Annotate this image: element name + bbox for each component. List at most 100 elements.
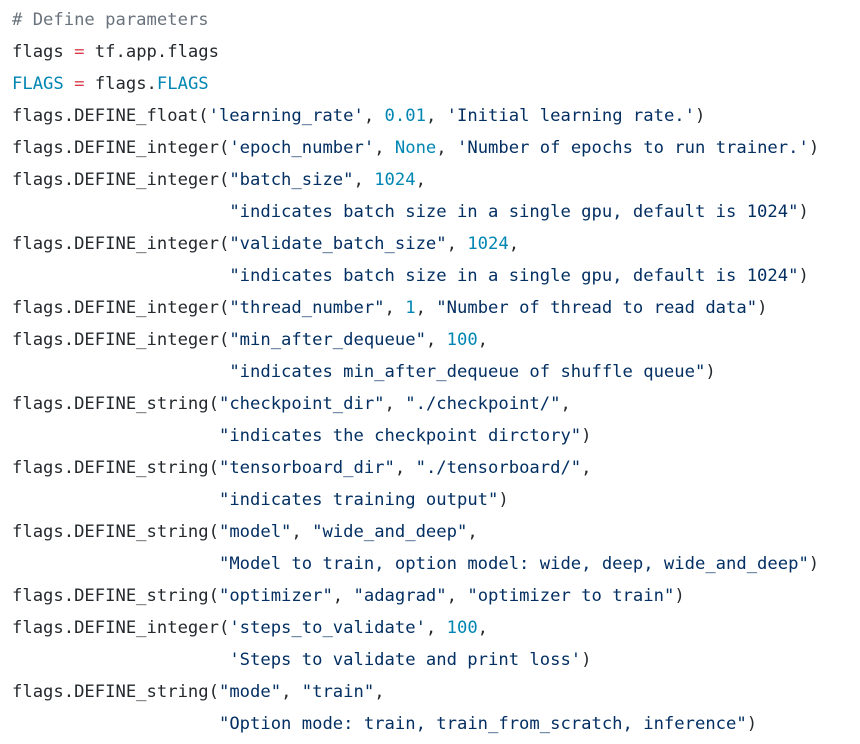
code-token-plain: [12, 554, 219, 574]
code-line: flags.DEFINE_integer("thread_number", 1,…: [12, 292, 860, 324]
code-line: 'Steps to validate and print loss'): [12, 644, 860, 676]
code-token-string: "tensorboard_dir": [218, 458, 395, 478]
code-token-plain: ,: [425, 106, 447, 126]
code-line: "indicates training output"): [12, 484, 860, 516]
code-token-number: 0.01: [384, 106, 426, 126]
code-token-plain: ,: [353, 170, 375, 190]
code-token-plain: ,: [394, 458, 416, 478]
code-token-plain: flags.DEFINE_string(: [12, 394, 219, 414]
code-token-operator: =: [74, 42, 85, 62]
code-token-string: "thread_number": [229, 298, 385, 318]
code-token-string: "indicates training output": [218, 490, 499, 510]
code-token-plain: ,: [508, 234, 520, 254]
code-token-plain: ): [798, 266, 809, 286]
code-token-plain: ,: [415, 298, 437, 318]
code-token-plain: ): [581, 426, 592, 446]
code-token-string: "indicates batch size in a single gpu, d…: [229, 202, 799, 222]
code-line: flags.DEFINE_string("mode", "train",: [12, 676, 860, 708]
code-token-plain: flags.DEFINE_integer(: [12, 618, 230, 638]
code-token-plain: [64, 74, 74, 94]
code-token-number: 100: [446, 618, 478, 638]
code-token-plain: ,: [291, 522, 313, 542]
code-token-string: 'Steps to validate and print loss': [229, 650, 582, 670]
code-line: flags.DEFINE_string("optimizer", "adagra…: [12, 580, 860, 612]
code-line: "Model to train, option model: wide, dee…: [12, 548, 860, 580]
code-token-plain: [12, 714, 219, 734]
code-token-plain: ,: [384, 394, 406, 414]
code-token-plain: flags.DEFINE_integer(: [12, 234, 230, 254]
code-token-plain: ,: [425, 618, 447, 638]
code-token-string: "indicates min_after_dequeue of shuffle …: [229, 362, 706, 382]
code-token-string: 'learning_rate': [208, 106, 364, 126]
code-token-string: "Number of thread to read data": [436, 298, 758, 318]
code-line: flags.DEFINE_string("model", "wide_and_d…: [12, 516, 860, 548]
code-token-plain: ): [705, 362, 716, 382]
code-token-string: "optimizer to train": [467, 586, 675, 606]
code-token-plain: ,: [477, 618, 489, 638]
code-token-string: "min_after_dequeue": [229, 330, 426, 350]
code-token-string: "indicates the checkpoint dirctory": [218, 426, 582, 446]
code-token-plain: ,: [446, 234, 468, 254]
code-token-string: "checkpoint_dir": [218, 394, 385, 414]
code-token-plain: ): [757, 298, 768, 318]
code-token-plain: flags.DEFINE_string(: [12, 586, 219, 606]
code-line: "indicates batch size in a single gpu, d…: [12, 260, 860, 292]
code-token-plain: [12, 202, 229, 222]
code-line: flags.DEFINE_string("checkpoint_dir", ".…: [12, 388, 860, 420]
code-token-string: "mode": [218, 682, 282, 702]
code-token-string: "wide_and_deep": [312, 522, 468, 542]
code-token-plain: [12, 490, 219, 510]
code-token-constant: None: [394, 138, 437, 158]
code-token-string: "Option mode: train, train_from_scratch,…: [218, 714, 747, 734]
code-line: flags.DEFINE_integer('epoch_number', Non…: [12, 132, 860, 164]
code-token-number: 1024: [467, 234, 509, 254]
code-token-plain: flags.: [84, 74, 157, 94]
code-token-name: FLAGS: [156, 74, 209, 94]
code-token-string: "./tensorboard/": [415, 458, 582, 478]
code-line: # Define parameters: [12, 4, 860, 36]
code-token-plain: ,: [446, 586, 468, 606]
code-token-plain: [12, 426, 219, 446]
code-token-string: "Model to train, option model: wide, dee…: [218, 554, 809, 574]
code-token-plain: ,: [560, 394, 571, 414]
code-token-name: FLAGS: [12, 74, 64, 94]
code-token-number: 1024: [374, 170, 416, 190]
code-token-string: "adagrad": [353, 586, 447, 606]
code-token-plain: flags.DEFINE_integer(: [12, 138, 230, 158]
code-token-plain: ,: [436, 138, 457, 158]
code-line: flags = tf.app.flags: [12, 36, 860, 68]
code-token-string: 'Initial learning rate.': [446, 106, 695, 126]
code-token-plain: ,: [363, 106, 385, 126]
code-token-plain: ): [674, 586, 685, 606]
code-token-plain: flags: [12, 42, 75, 62]
code-token-plain: ,: [332, 586, 354, 606]
code-line: flags.DEFINE_float('learning_rate', 0.01…: [12, 100, 860, 132]
code-line: "indicates the checkpoint dirctory"): [12, 420, 860, 452]
code-token-plain: flags.DEFINE_integer(: [12, 170, 230, 190]
code-line: flags.DEFINE_integer("batch_size", 1024,: [12, 164, 860, 196]
code-token-plain: ,: [415, 170, 426, 190]
code-token-string: "optimizer": [218, 586, 333, 606]
code-token-plain: ,: [477, 330, 489, 350]
code-line: FLAGS = flags.FLAGS: [12, 68, 860, 100]
code-token-string: "batch_size": [229, 170, 354, 190]
code-token-plain: ,: [467, 522, 478, 542]
code-line: "indicates batch size in a single gpu, d…: [12, 196, 860, 228]
code-token-plain: ,: [425, 330, 447, 350]
code-line: flags.DEFINE_integer('steps_to_validate'…: [12, 612, 860, 644]
code-line: "Option mode: train, train_from_scratch,…: [12, 708, 860, 740]
code-token-plain: ): [498, 490, 509, 510]
code-token-plain: flags.DEFINE_float(: [12, 106, 209, 126]
code-token-plain: ): [746, 714, 758, 734]
code-token-plain: [12, 362, 229, 382]
code-token-plain: flags.DEFINE_integer(: [12, 298, 230, 318]
code-token-plain: flags.DEFINE_string(: [12, 522, 219, 542]
code-token-plain: ,: [581, 458, 592, 478]
code-line: flags.DEFINE_integer("min_after_dequeue"…: [12, 324, 860, 356]
code-token-string: 'epoch_number': [229, 138, 375, 158]
code-token-plain: ,: [384, 298, 406, 318]
code-token-plain: ): [581, 650, 592, 670]
code-token-number: 1: [405, 298, 416, 318]
code-token-string: 'steps_to_validate': [229, 618, 426, 638]
